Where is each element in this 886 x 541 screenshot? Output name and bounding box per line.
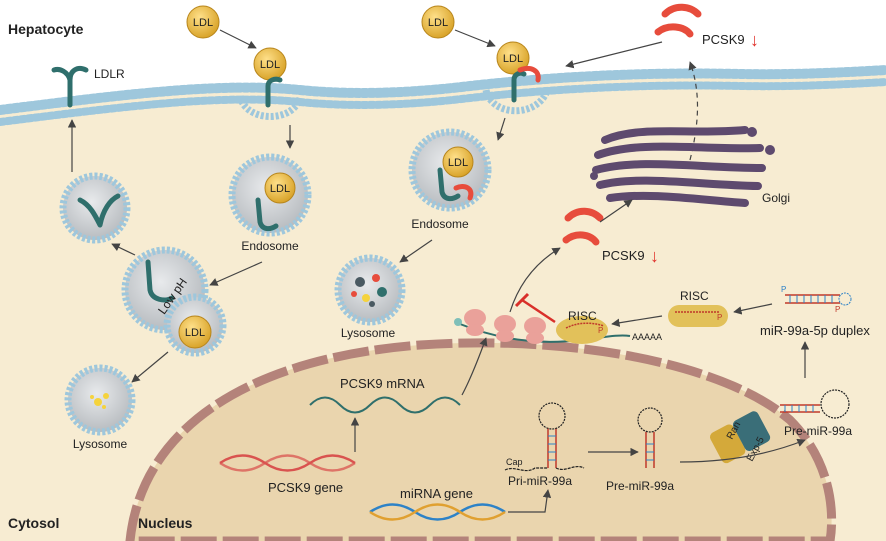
recycling-vesicle — [59, 172, 131, 244]
coated-pit-1: LDL — [236, 47, 304, 120]
phosphate-label-loaded: P — [717, 313, 722, 322]
svg-text:LDL: LDL — [185, 327, 205, 339]
phosphate-label-duplex-bottom: P — [835, 305, 840, 314]
region-label-cytosol: Cytosol — [8, 515, 59, 531]
risc-complex-bound — [556, 316, 608, 344]
pcsk9-extracellular-label: PCSK9 — [702, 32, 745, 47]
pcsk9-gene-dna — [219, 454, 356, 472]
mir-duplex — [785, 292, 852, 306]
poly-a-tail-label: AAAAA — [632, 332, 662, 342]
cap-label: Cap — [506, 457, 523, 467]
pcsk9-extracellular — [654, 3, 702, 38]
mrna-cap — [454, 318, 462, 326]
endosome-2: LDL — [408, 128, 492, 212]
arrow-ldl-to-pit-1 — [219, 29, 257, 49]
pcsk9-intracellular — [562, 207, 604, 246]
inhibition-bar — [514, 292, 530, 308]
golgi-apparatus — [590, 126, 775, 207]
ldlr-receptor-membrane — [51, 65, 89, 108]
lysosome-left — [64, 364, 136, 436]
duplex-label: miR-99a-5p duplex — [760, 323, 870, 338]
inhibition-line — [521, 298, 556, 324]
arrow-pcsk9-to-golgi — [599, 199, 633, 223]
svg-text:LDL: LDL — [193, 17, 213, 29]
risc-label-loaded: RISC — [680, 289, 709, 303]
svg-text:LDL: LDL — [260, 59, 280, 71]
arrow-risc-to-mrna — [611, 315, 663, 327]
mirna-gene-dna — [369, 503, 506, 521]
arrow-translation-to-pcsk9 — [509, 247, 561, 313]
pcsk9-mrna-nuclear — [309, 396, 461, 414]
ribosome-3 — [524, 317, 546, 344]
pri-mir-label: Pri-miR-99a — [508, 474, 572, 488]
arrow-lowph-to-lysosome — [131, 351, 169, 383]
cell-membrane-inner — [0, 78, 886, 126]
mirna-strand-bound — [565, 322, 605, 329]
region-label-nucleus: Nucleus — [138, 515, 193, 531]
lysosome-left-label: Lysosome — [73, 437, 128, 451]
arrow-mirna-gene-to-pri — [508, 489, 552, 513]
ldlr-label: LDLR — [94, 67, 125, 81]
ldl-particle-low-ph: LDL — [178, 315, 212, 349]
mirna-gene-label: miRNA gene — [400, 486, 473, 501]
lysosome-middle — [334, 254, 406, 326]
arrow-lowph-to-recycle — [111, 243, 136, 256]
nucleus — [125, 338, 837, 541]
risc-complex-loaded — [668, 305, 728, 327]
arrow-duplex-to-risc — [733, 303, 773, 315]
ribosome-1 — [464, 309, 486, 336]
svg-text:LDL: LDL — [270, 183, 290, 195]
arrow-endosome-to-lysosome — [399, 239, 433, 263]
phosphate-label-bound: P — [598, 326, 603, 335]
arrow-ldl-to-pit-2 — [454, 29, 496, 48]
arrow-pit-to-endosome-2 — [496, 117, 506, 141]
ran-exp5-transporter — [709, 411, 771, 464]
pcsk9-gene-label: PCSK9 gene — [268, 480, 343, 495]
pre-mir-nucleus-label: Pre-miR-99a — [606, 479, 674, 493]
lysosome-middle-label: Lysosome — [341, 326, 396, 340]
region-label-hepatocyte: Hepatocyte — [8, 21, 84, 37]
svg-text:LDL: LDL — [448, 157, 468, 169]
ribosome-2 — [494, 315, 516, 342]
endosome-1-label: Endosome — [241, 239, 299, 253]
arrow-export-to-cytosol — [679, 438, 806, 463]
phosphate-label-duplex-top: P — [781, 285, 786, 294]
cell-membrane — [0, 65, 886, 115]
svg-text:LDL: LDL — [503, 53, 523, 65]
pcsk9-mrna-label: PCSK9 mRNA — [340, 376, 425, 391]
pre-mir-hairpin-nucleus — [637, 407, 663, 468]
pcsk9-intracellular-down-arrow: ↓ — [650, 246, 659, 266]
ldl-particle-top-2: LDL — [421, 5, 455, 39]
pri-mir-hairpin — [504, 402, 585, 472]
arrow-mrna-export — [461, 337, 488, 396]
pcsk9-intracellular-label: PCSK9 — [602, 248, 645, 263]
endosome-1: LDL — [228, 153, 312, 237]
golgi-label: Golgi — [762, 191, 790, 205]
arrow-pcsk9-to-pit — [565, 41, 663, 69]
ldl-particle-top-1: LDL — [186, 5, 220, 39]
coated-pit-2: LDL — [482, 41, 552, 115]
svg-text:LDL: LDL — [428, 17, 448, 29]
endosome-2-label: Endosome — [411, 217, 469, 231]
risc-label-bound: RISC — [568, 309, 597, 323]
pcsk9-extracellular-down-arrow: ↓ — [750, 30, 759, 50]
pre-mir-hairpin-cytosol — [780, 389, 850, 419]
pre-mir-cytosol-label: Pre-miR-99a — [784, 424, 852, 438]
arrow-endosome-to-lowph — [209, 261, 263, 286]
